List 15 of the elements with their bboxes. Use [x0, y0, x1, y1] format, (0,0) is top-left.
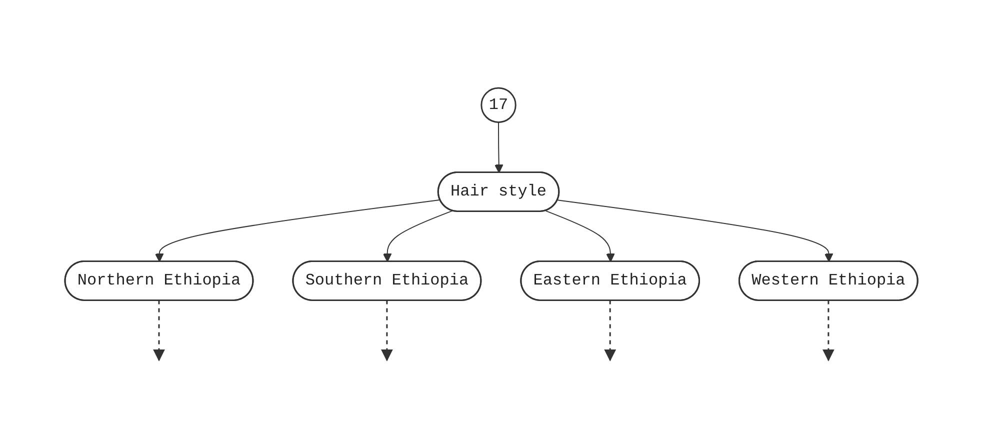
- arrow: [380, 300, 393, 362]
- arrow: [556, 200, 833, 262]
- arrow: [604, 300, 616, 362]
- arrow: [382, 210, 453, 262]
- topic-oval: Hair style: [437, 172, 560, 212]
- topic-oval: Southern Ethiopia: [292, 260, 482, 302]
- arrow: [152, 300, 165, 362]
- arrow: [494, 122, 503, 174]
- arrow: [154, 200, 440, 262]
- topic-oval: Northern Ethiopia: [64, 260, 254, 302]
- arrow: [822, 300, 834, 362]
- topic-oval: Western Ethiopia: [738, 260, 918, 302]
- number-circle: 17: [480, 88, 516, 124]
- arrow: [544, 210, 615, 262]
- topic-oval: Eastern Ethiopia: [520, 260, 700, 302]
